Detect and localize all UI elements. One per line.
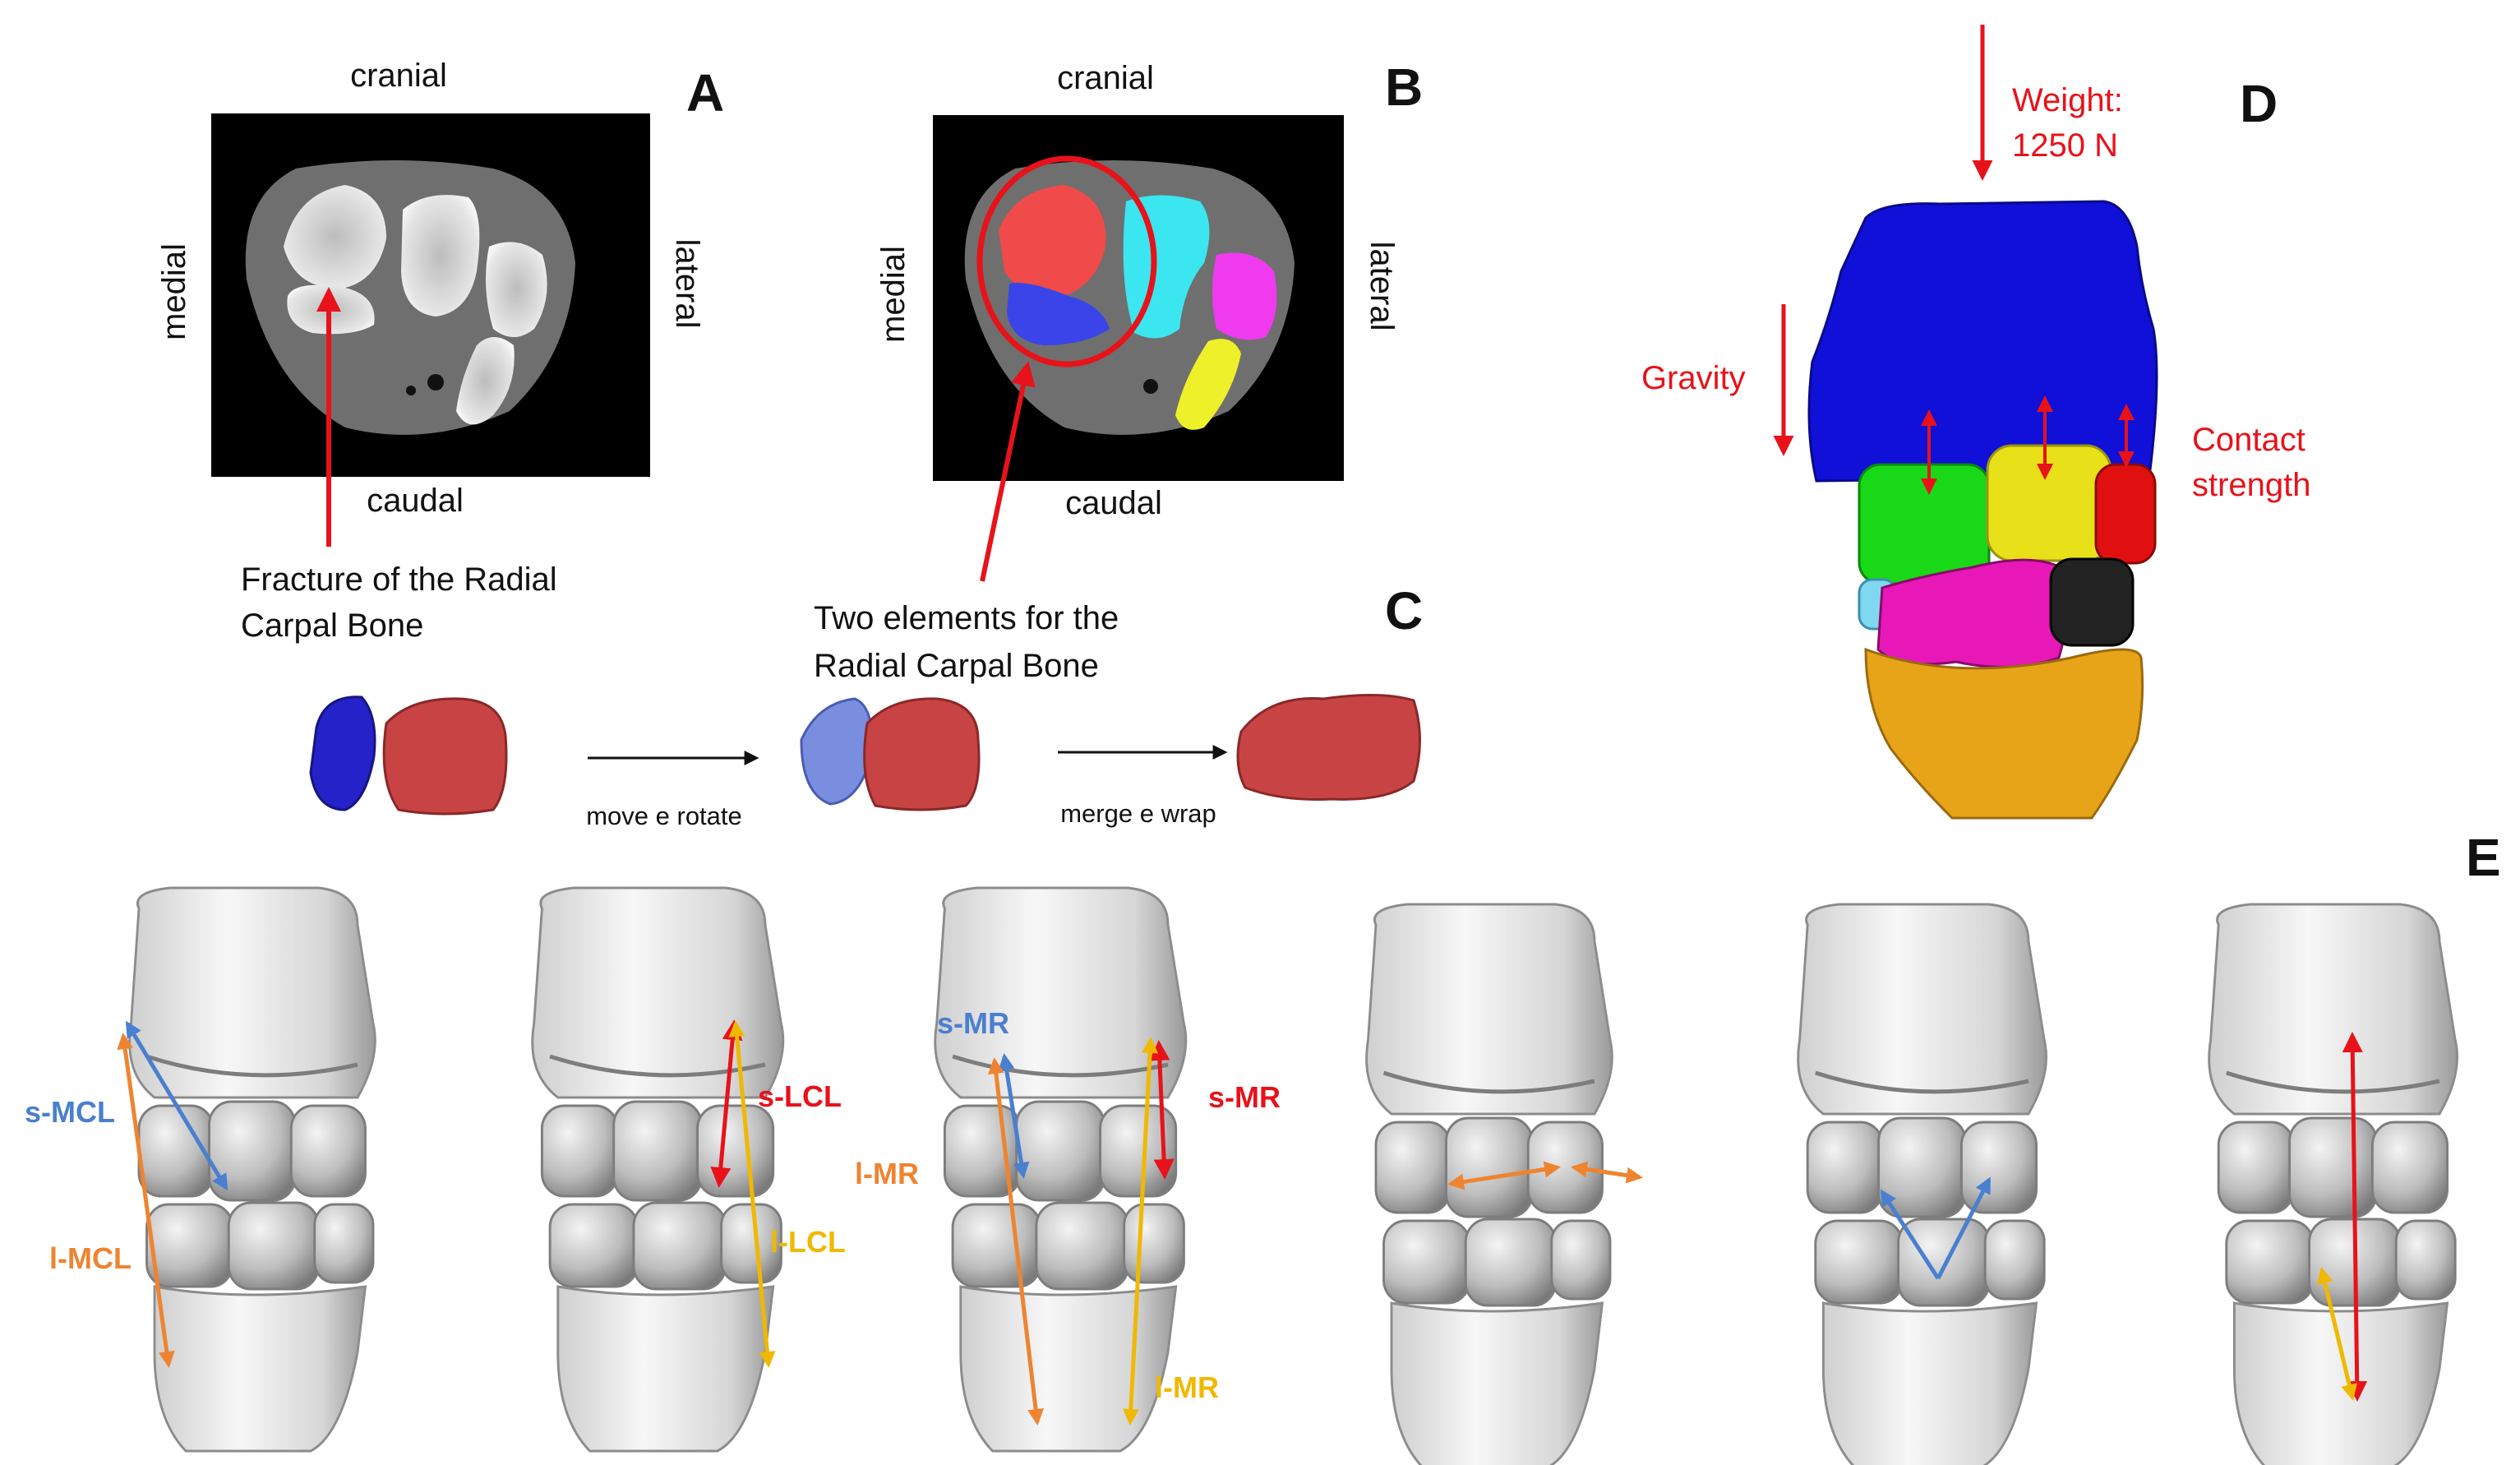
l-lcl-arrow [728, 1020, 776, 1368]
blue-fragment-shape [309, 696, 376, 811]
panel-b: B cranial caudal medial lateral Two elem… [814, 58, 1423, 684]
palmar-ligament-arrow-left [1880, 1189, 1941, 1280]
move-rotate-label: move e rotate [586, 802, 742, 830]
carpus-model-1: s-MCL l-MCL [25, 888, 375, 1451]
merge-wrap-label: merge e wrap [1060, 799, 1216, 828]
l-mr-left-label: l-MR [855, 1157, 919, 1190]
panel-d: D Weight: 1250 N Gravity Contact strengt… [1641, 25, 2311, 820]
ulnar-carpal-model [2094, 463, 2157, 565]
panel-b-lateral-label: lateral [1364, 242, 1400, 331]
s-lcl-label: s-LCL [758, 1079, 842, 1113]
s-mr-left-label: s-MR [937, 1006, 1009, 1040]
distal-ligament-arrow [2316, 1267, 2358, 1401]
panel-e: E s-MCL l-MCL s-LCL l-LCL s-MR s-MR l- [25, 828, 2501, 1465]
s-mr-right-label: s-MR [1208, 1080, 1281, 1114]
two-elements-pointer-arrow [980, 361, 1036, 582]
highlight-circle [976, 155, 1157, 367]
panel-c-letter: C [1385, 581, 1423, 640]
carpus-model-2: s-LCL l-LCL [533, 888, 846, 1451]
weight-label-line-2: 1250 N [2012, 127, 2118, 164]
carpus-model-5 [1798, 904, 2047, 1465]
panel-c: C move e rotate merge e wrap [309, 581, 1423, 830]
contact-strength-label-line-2: strength [2192, 467, 2311, 503]
panel-e-letter: E [2466, 828, 2501, 887]
panel-b-caudal-label: caudal [1065, 485, 1162, 521]
l-mcl-label: l-MCL [49, 1241, 132, 1275]
fracture-annotation-line-2: Carpal Bone [241, 608, 423, 644]
panel-b-medial-label: medial [875, 246, 912, 343]
l-mr-left-arrow [987, 1057, 1045, 1426]
intermediate-carpal-model [1986, 444, 2112, 562]
segmented-ct-image-b [933, 115, 1344, 481]
two-elements-annotation-line-2: Radial Carpal Bone [814, 648, 1099, 684]
l-lcl-label: l-LCL [770, 1225, 846, 1259]
carpus-model-4 [1367, 904, 1643, 1465]
panel-a: A cranial caudal medial lateral Fracture… [156, 58, 724, 644]
two-elements-annotation-line-1: Two elements for the [814, 600, 1119, 636]
carpus-model-6 [2209, 904, 2458, 1465]
contact-strength-label-line-1: Contact [2192, 422, 2305, 458]
gravity-label: Gravity [1641, 360, 1746, 396]
merged-radial-carpal-shape [1236, 693, 1421, 801]
fracture-annotation-line-1: Fracture of the Radial [241, 562, 557, 598]
panel-a-caudal-label: caudal [367, 483, 464, 519]
intercarpal-arrow-right [1571, 1161, 1643, 1184]
intercarpal-arrow-left [1447, 1161, 1561, 1190]
panel-b-letter: B [1385, 58, 1423, 117]
l-mcl-arrow [117, 1033, 175, 1368]
red-fragment-shape [382, 697, 508, 816]
panel-a-cranial-label: cranial [350, 58, 447, 94]
fourth-carpal-model [2049, 557, 2135, 647]
panel-a-letter: A [686, 63, 724, 122]
rotated-blue-fragment-shape [800, 697, 874, 806]
radius-model [1807, 200, 2158, 483]
carpus-model-3: s-MR s-MR l-MR l-MR [855, 888, 1281, 1451]
panel-a-medial-label: medial [156, 243, 192, 340]
panel-d-letter: D [2240, 74, 2278, 133]
l-mr-right-label: l-MR [1155, 1370, 1219, 1404]
panel-a-lateral-label: lateral [669, 239, 705, 329]
ct-scan-image-a [211, 113, 650, 477]
s-mr-right-arrow [1149, 1040, 1175, 1180]
panel-b-cranial-label: cranial [1057, 60, 1154, 96]
aligned-red-fragment-shape [863, 697, 981, 811]
l-mr-right-arrow [1122, 1037, 1159, 1426]
metacarpal-model [1864, 647, 2144, 820]
radial-carpal-model [1858, 463, 1991, 585]
s-mcl-label: s-MCL [25, 1095, 115, 1129]
weight-label-line-1: Weight: [2012, 82, 2123, 118]
palmar-ligament-arrow-right [1936, 1176, 1992, 1280]
